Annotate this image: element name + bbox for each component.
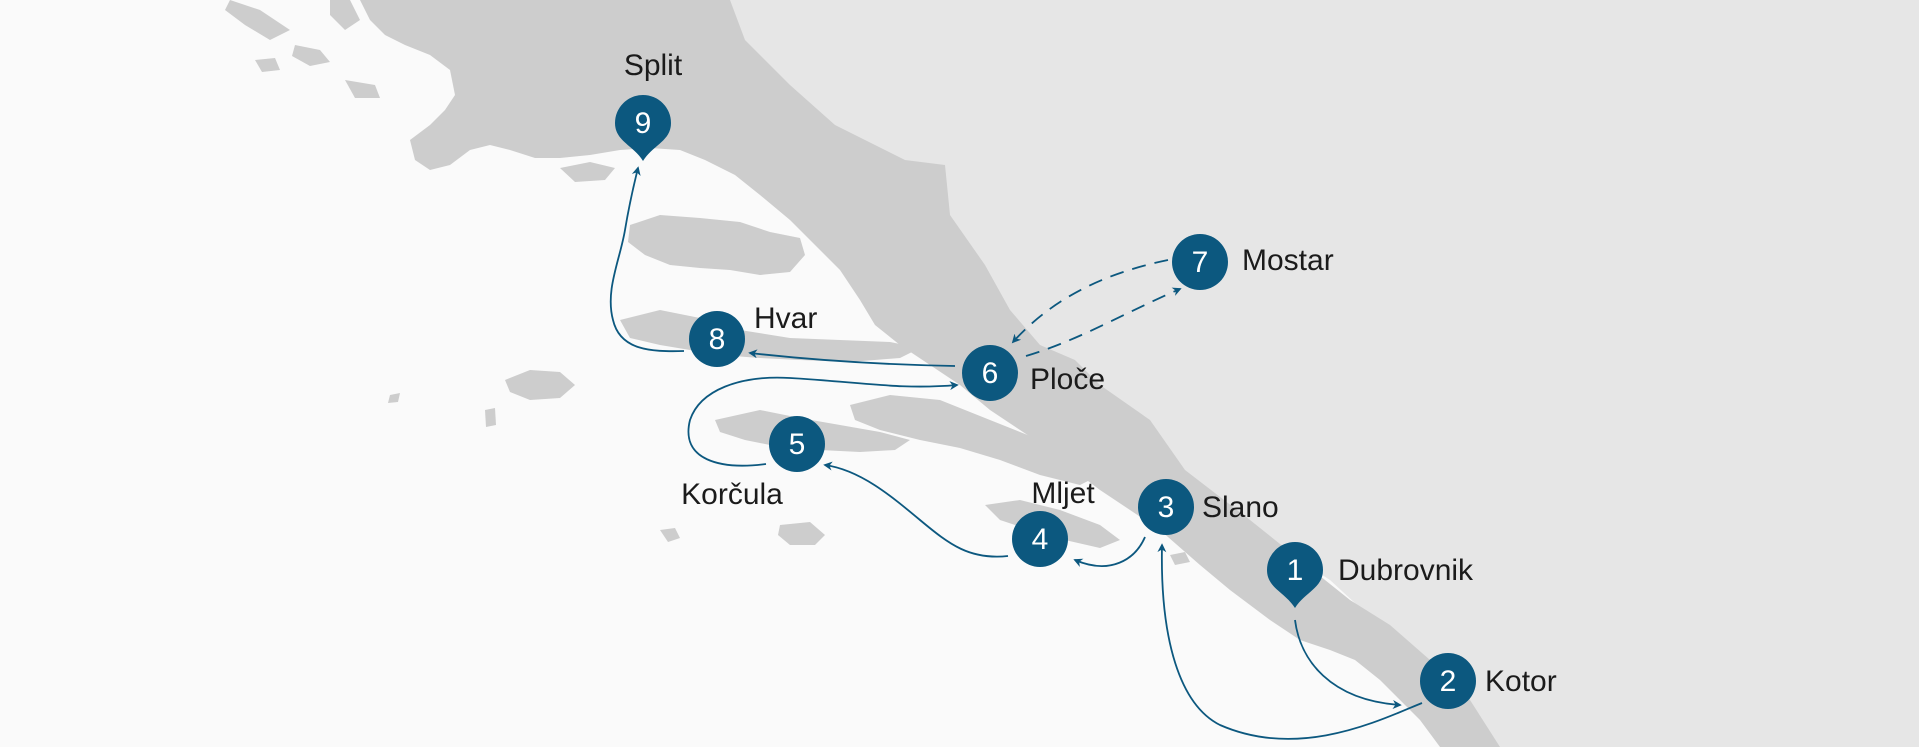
circle-marker-icon <box>769 416 825 472</box>
circle-marker-icon <box>1172 234 1228 290</box>
stop-label: Mostar <box>1242 244 1334 277</box>
stop-label: Ploče <box>1030 363 1105 396</box>
route-hvar-split <box>609 166 685 353</box>
stop-number: 3 <box>1158 491 1175 524</box>
stop-label: Kotor <box>1485 665 1557 698</box>
inland-region <box>730 0 1919 747</box>
circle-marker-icon <box>962 345 1018 401</box>
stop-label: Mljet <box>1031 477 1095 510</box>
route-korcula-ploce <box>687 376 959 467</box>
route-kotor-slano <box>1157 543 1423 740</box>
stop-number: 7 <box>1192 246 1209 279</box>
route-mostar-ploce <box>1011 259 1169 344</box>
stop-dubrovnik[interactable]: 1 Dubrovnik <box>1267 542 1474 608</box>
route-slano-mljet <box>1073 536 1146 567</box>
stop-kotor[interactable]: 2 Kotor <box>1420 653 1557 709</box>
stop-slano[interactable]: 3 Slano <box>1138 479 1279 535</box>
island-north-4 <box>345 80 380 98</box>
map-pin-icon <box>1267 542 1323 608</box>
stop-number: 4 <box>1032 523 1049 556</box>
island-small-1 <box>660 528 680 542</box>
stop-label: Slano <box>1202 491 1279 524</box>
stop-number: 9 <box>635 107 652 140</box>
stop-label: Dubrovnik <box>1338 554 1474 587</box>
stop-number: 1 <box>1287 554 1304 587</box>
stop-mljet[interactable]: 4 Mljet <box>1012 477 1095 567</box>
island-north-2 <box>330 0 360 30</box>
route-dubrovnik-kotor <box>1294 619 1402 709</box>
stop-hvar[interactable]: 8 Hvar <box>689 302 817 367</box>
stop-label: Hvar <box>754 302 817 335</box>
island-solta <box>560 162 615 182</box>
stop-number: 5 <box>789 428 806 461</box>
island-north-1 <box>225 0 290 40</box>
circle-marker-icon <box>1012 511 1068 567</box>
peninsula-peljesac <box>850 395 1100 485</box>
stop-label: Split <box>624 49 683 82</box>
stop-number: 8 <box>709 323 726 356</box>
stop-number: 2 <box>1440 665 1457 698</box>
circle-marker-icon <box>1138 479 1194 535</box>
island-small-3 <box>388 393 400 403</box>
circle-marker-icon <box>689 311 745 367</box>
island-north-5 <box>255 58 280 72</box>
island-small-2 <box>485 408 496 427</box>
map-pin-icon <box>615 95 671 161</box>
circle-marker-icon <box>1420 653 1476 709</box>
route-ploce-mostar <box>1025 287 1182 357</box>
island-brac <box>628 215 805 275</box>
island-lastovo <box>778 522 825 545</box>
route-mljet-korcula <box>823 461 1009 558</box>
routes-layer <box>609 166 1423 740</box>
island-vis <box>505 370 575 400</box>
island-north-3 <box>292 45 330 66</box>
stop-split[interactable]: 9 Split <box>615 49 683 161</box>
stop-mostar[interactable]: 7 Mostar <box>1172 234 1334 290</box>
island-small-4 <box>1170 552 1190 565</box>
stop-label: Korčula <box>681 478 783 511</box>
stop-number: 6 <box>982 357 999 390</box>
stop-ploce[interactable]: 6 Ploče <box>962 345 1105 401</box>
island-small-5 <box>1205 560 1222 570</box>
route-ploce-hvar <box>748 349 956 367</box>
